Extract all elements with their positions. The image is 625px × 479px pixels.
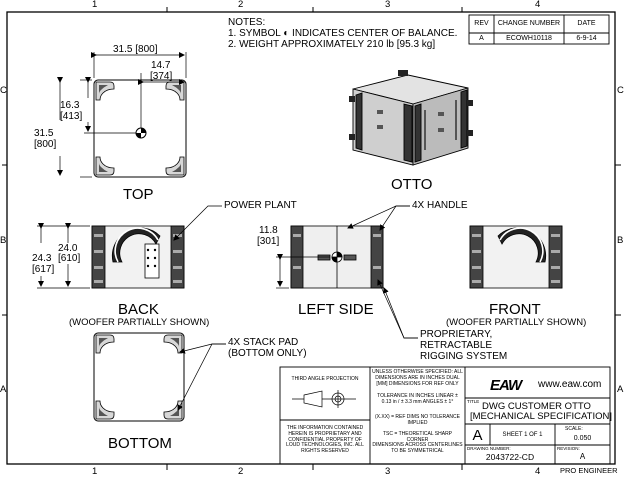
back-inner-height-mm: [610] (58, 253, 81, 264)
back-outer-height-mm: [617] (32, 264, 55, 275)
zone-label-left-b: B (0, 235, 7, 246)
revision-value: A (579, 452, 586, 461)
top-offset-y-mm: [413] (60, 111, 83, 122)
callout-handle: 4X HANDLE (412, 200, 468, 211)
top-depth-dim-mm: [800] (34, 139, 57, 150)
notes-line-2: 2. WEIGHT APPROXIMATELY 210 lb [95.3 kg] (228, 39, 436, 50)
projection-label: THIRD ANGLE PROJECTION (291, 376, 359, 382)
side-cog-height: 11.8 (259, 225, 278, 236)
bottom-view (93, 332, 185, 422)
projection-symbol (292, 390, 356, 408)
sheet-size: A (472, 427, 483, 444)
rev-row-rev: A (479, 35, 484, 42)
zone-label-right-a: A (617, 384, 624, 395)
rev-header-rev: REV (474, 20, 489, 27)
callout-stack-pad-1: 4X STACK PAD (228, 337, 299, 348)
zone-label-bottom-2: 2 (238, 466, 244, 477)
website-text: www.eaw.com (538, 379, 602, 390)
top-offset-x: 14.7 (151, 60, 171, 71)
rev-header-change: CHANGE NUMBER (497, 20, 561, 27)
zone-label-top-4: 4 (535, 0, 541, 10)
eaw-logo: EAW (490, 377, 522, 394)
front-view (469, 225, 563, 289)
drawing-number: 2043722-CD (485, 452, 535, 462)
bottom-view-label: BOTTOM (108, 435, 172, 452)
top-view (57, 52, 187, 178)
tolerance-note-2: TOLERANCE IN INCHES LINEAR ± 0.13 in / ±… (377, 393, 458, 405)
zone-label-left-a: A (0, 384, 7, 395)
back-inner-height: 24.0 (58, 243, 78, 254)
proprietary-notice: THE INFORMATION CONTAINED HEREIN IS PROP… (286, 425, 364, 454)
otto-view-label: OTTO (391, 176, 433, 193)
tolerance-note-1: UNLESS OTHERWISE SPECIFIED: ALL DIMENSIO… (372, 369, 463, 387)
tolerance-note-4: TSC = THEORETICAL SHARP CORNER (382, 431, 453, 443)
zone-label-top-3: 3 (385, 0, 391, 10)
side-cog-height-mm: [301] (257, 236, 280, 247)
otto-isometric-view (349, 70, 473, 166)
front-view-label: FRONT (489, 301, 541, 318)
zone-label-right-c: C (617, 85, 624, 96)
top-offset-x-mm: [374] (150, 71, 173, 82)
title-block-grid (279, 366, 611, 465)
back-view (37, 223, 185, 289)
top-width-dim: 31.5 [800] (113, 44, 158, 55)
back-outer-height: 24.3 (32, 253, 52, 264)
rev-row-change: ECOWH10118 (506, 35, 552, 42)
top-depth-dim: 31.5 (34, 128, 54, 139)
zone-label-right-b: B (617, 235, 624, 246)
zone-label-bottom-1: 1 (92, 466, 98, 477)
notes-heading: NOTES: (228, 17, 266, 28)
revision-label: REVISION: (557, 446, 580, 451)
callout-rigging-3: RIGGING SYSTEM (420, 351, 508, 362)
center-of-balance-icon: ◐ (283, 28, 290, 39)
callout-leaders (173, 205, 418, 411)
back-view-label: BACK (118, 301, 159, 318)
zone-label-top-2: 2 (238, 0, 244, 10)
callout-power-plant: POWER PLANT (224, 200, 297, 211)
left-side-view (276, 225, 384, 289)
zone-label-top-1: 1 (92, 0, 98, 10)
zone-label-bottom-3: 3 (385, 466, 391, 477)
software-label: PRO ENGINEER (560, 466, 618, 475)
title-line-2: [MECHANICAL SPECIFICATION] (470, 411, 612, 422)
scale-value: 0.050 (573, 435, 592, 442)
top-view-label: TOP (123, 186, 154, 203)
callout-rigging-1: PROPRIETARY, (420, 329, 493, 340)
revision-table-grid (468, 14, 610, 45)
sheet-count: SHEET 1 OF 1 (502, 432, 543, 438)
tolerance-note-5: DIMENSIONS ACROSS CENTERLINES TO BE SYMM… (372, 442, 463, 454)
notes-line-1: 1. SYMBOL ◐ INDICATES CENTER OF BALANCE. (228, 28, 458, 39)
zone-label-bottom-4: 4 (535, 466, 541, 477)
back-view-sublabel: (WOOFER PARTIALLY SHOWN) (69, 317, 210, 328)
drawing-number-label: DRAWING NUMBER: (467, 446, 511, 451)
title-line-1: DWG CUSTOMER OTTO (482, 401, 591, 412)
scale-label: SCALE: (565, 426, 583, 432)
zone-label-left-c: C (0, 85, 7, 96)
rev-header-date: DATE (577, 20, 596, 27)
front-view-sublabel: (WOOFER PARTIALLY SHOWN) (446, 317, 587, 328)
left-side-view-label: LEFT SIDE (298, 301, 374, 318)
title-label: TITLE (467, 399, 480, 404)
callout-stack-pad-2: (BOTTOM ONLY) (228, 348, 307, 359)
tolerance-note-3: (X.XX) = REF DIMS NO TOLERANCE IMPLIED (375, 414, 460, 426)
top-offset-y: 16.3 (60, 100, 80, 111)
callout-rigging-2: RETRACTABLE (420, 340, 493, 351)
rev-row-date: 6-9-14 (576, 35, 597, 42)
